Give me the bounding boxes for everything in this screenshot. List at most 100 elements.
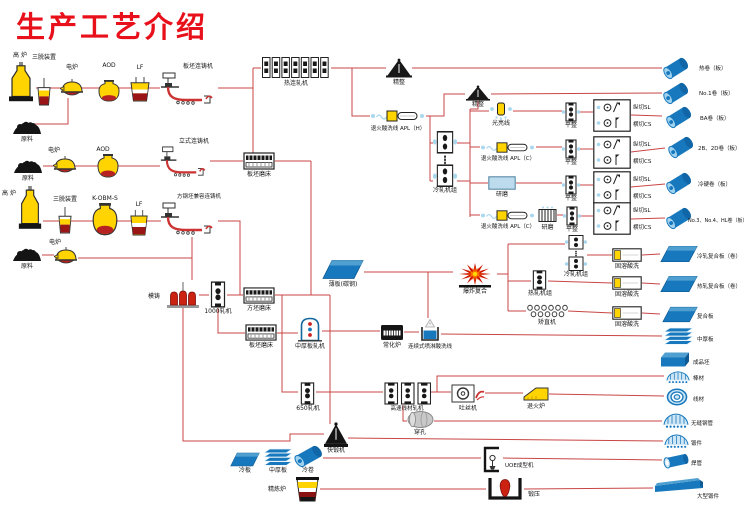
connector-12 <box>426 93 465 117</box>
coil-icon <box>662 82 689 105</box>
finishing-1-label: 精整 <box>392 79 405 86</box>
output-cold-clad-plate-label: 冷轧复合板（卷） <box>697 254 742 260</box>
coil-icon <box>665 172 692 195</box>
aod-converter-2-label: AOD <box>96 146 110 153</box>
spray-pickling-line <box>419 318 441 342</box>
forging-press <box>486 476 524 501</box>
connector-69 <box>548 393 665 397</box>
electric-furnace-3 <box>54 247 78 266</box>
output-hot-coil-label: 热卷（板） <box>699 66 727 72</box>
solution-pickling-2-label: 固溶酸洗 <box>614 291 639 298</box>
annealing-pickling-apl-c-2 <box>480 208 536 223</box>
cutbox-icon <box>593 136 631 169</box>
three-stands-icon <box>383 382 431 405</box>
caster-icon <box>160 146 210 178</box>
two-stands-icon <box>565 235 587 271</box>
output-cold-hard-coil <box>665 172 692 195</box>
finishing-1 <box>386 58 412 78</box>
connector-64 <box>217 308 245 334</box>
raw-material-3-label: 原料 <box>20 263 33 270</box>
connector-62 <box>281 295 298 393</box>
slab-grinder-2 <box>245 324 277 341</box>
connector-30 <box>630 147 666 153</box>
aod-vessel-icon <box>92 203 118 236</box>
skin-pass-2 <box>562 139 580 159</box>
forging-press-label: 锻压 <box>528 491 541 498</box>
output-2b-2d-coil-label: 2B、2D卷（板） <box>698 146 741 152</box>
lf-furnace-2-label: LF <box>135 201 143 208</box>
two-stands-icon <box>433 131 457 187</box>
uoe-icon <box>481 446 503 473</box>
lf-furnace-2 <box>129 210 149 236</box>
ingot-casting <box>167 280 199 308</box>
electric-furnace-1-label: 电炉 <box>65 64 78 71</box>
grinding-line-1 <box>488 176 516 190</box>
connector-45 <box>641 282 661 285</box>
output-bar <box>665 370 691 384</box>
laying-head-label: 吐丝机 <box>458 405 477 412</box>
slitting-label-4-label: 纵切SL <box>633 208 651 214</box>
skinpass-icon <box>562 175 580 195</box>
annealing-pickling-apl-c-1 <box>480 140 536 155</box>
thin-plate-carbon-steel <box>322 259 364 280</box>
output-large-forging-label: 大型锻件 <box>697 494 720 500</box>
mill-650-label: 650轧机 <box>296 405 320 412</box>
connector-11 <box>351 68 370 117</box>
output-2b-2d-coil <box>667 136 694 159</box>
grinding-line-1-label: 研磨 <box>495 191 508 198</box>
cross-cut-label-3-label: 横切CS <box>633 194 652 200</box>
awning-icon <box>663 433 690 449</box>
coil-icon <box>667 136 694 159</box>
connector-33 <box>630 183 666 188</box>
bigbar-icon <box>653 477 705 495</box>
slab-grinder-1-label: 板坯磨床 <box>246 171 271 178</box>
mill-650 <box>299 382 316 405</box>
apl-icon <box>480 140 536 155</box>
high-speed-wire-mill-label: 高速线材轧机 <box>390 406 424 412</box>
blast-furnace-1-label: 高 炉 <box>13 52 27 59</box>
skin-pass-4-label: 平整 <box>565 226 578 233</box>
bar3d-icon <box>659 351 691 368</box>
normalizing-furnace-label: 常化炉 <box>382 342 401 349</box>
coal-icon <box>12 118 42 135</box>
cold-mill-group-2 <box>565 235 587 271</box>
cone-icon <box>466 85 490 101</box>
annealing-pickling-apl-c-2-label: 退火酸洗线 APL（C） <box>480 224 536 230</box>
para-icon <box>660 275 698 293</box>
ladle-rod-icon <box>35 77 53 106</box>
para-icon <box>322 259 364 280</box>
solution-pickling-1 <box>612 248 642 262</box>
output-welded-pipe-label: 焊管 <box>691 461 703 467</box>
laying-head <box>451 384 485 403</box>
annealing-pickling-apl-c-1-label: 退火酸洗线 APL（C） <box>480 156 536 162</box>
sol-box-icon <box>612 276 642 290</box>
blast-furnace-2 <box>17 186 43 234</box>
electric-furnace-2 <box>53 156 77 175</box>
cross-cut-label-4-label: 横切CS <box>633 225 652 231</box>
cutbox-icon <box>593 202 631 235</box>
normalizing-furnace <box>380 324 404 341</box>
skin-pass-4 <box>563 206 581 226</box>
slab-grinder-2-label: 板坯磨床 <box>248 342 273 349</box>
output-medium-plate-label: 中厚板 <box>697 337 714 343</box>
bright-icon <box>489 102 513 120</box>
skinpass-icon <box>563 206 581 226</box>
high-speed-wire-mill <box>383 382 431 405</box>
hot-mill-group <box>531 270 548 290</box>
connector-75 <box>502 457 663 461</box>
mill-row-icon <box>261 56 331 79</box>
annealing-pickling-apl-h-label: 退火酸洗线 APL（H） <box>370 126 426 132</box>
dome-mill-icon <box>298 316 322 342</box>
wedge-icon <box>523 384 549 402</box>
cold-plate-input <box>230 452 260 467</box>
desulfurizer-1 <box>35 77 53 106</box>
slab-grinder-1 <box>243 152 275 170</box>
bright-annealing-line-label: 光亮线 <box>491 120 510 127</box>
connector-70 <box>436 375 664 392</box>
drum-icon <box>407 410 434 429</box>
medium-plate-input <box>262 448 294 467</box>
cold-mill-group-1-label: 冷轧机组 <box>432 187 457 194</box>
sol-box-icon <box>612 248 642 262</box>
